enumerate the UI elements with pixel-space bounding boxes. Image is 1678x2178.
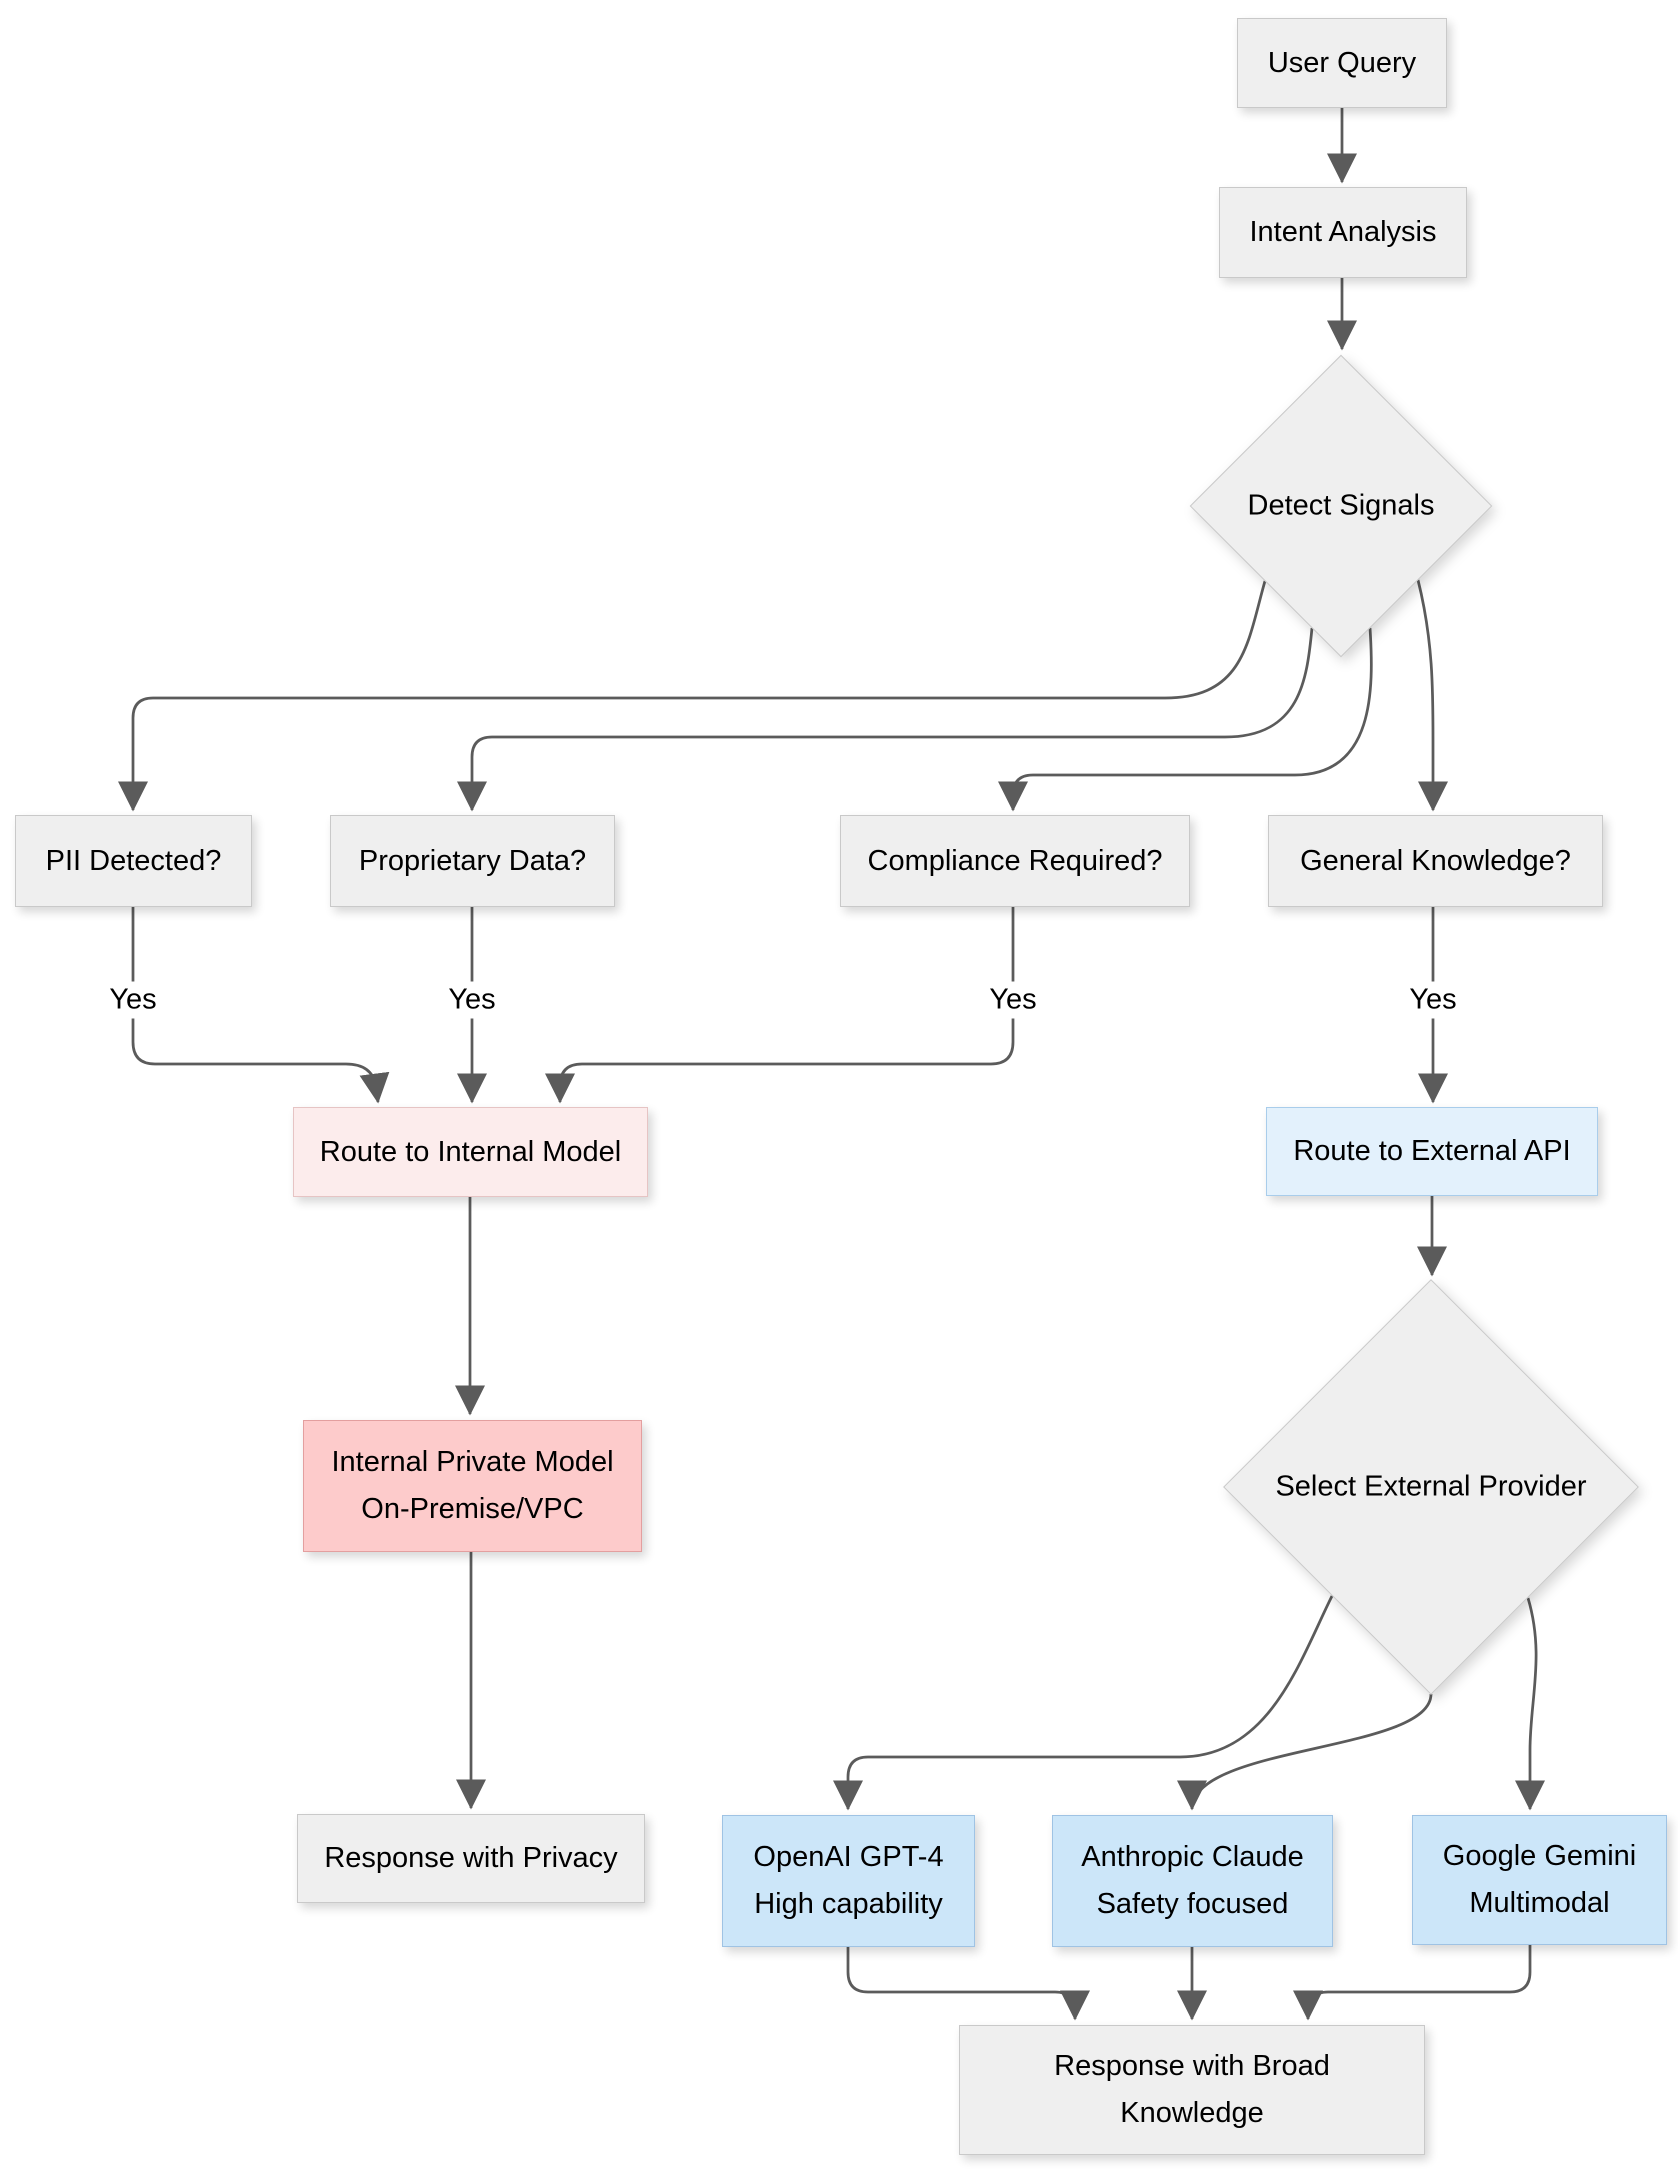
node-internal-private-model-line1: Internal Private Model xyxy=(331,1446,614,1478)
node-user-query-label: User Query xyxy=(1267,46,1417,79)
node-response-with-broad-knowledge-line1: Response with Broad xyxy=(1054,2050,1330,2082)
node-response-with-broad-knowledge: Response with Broad Knowledge xyxy=(959,2025,1425,2155)
node-route-external-api-label: Route to External API xyxy=(1293,1135,1571,1167)
node-general-knowledge: General Knowledge? xyxy=(1268,815,1603,907)
node-anthropic-claude-line1: Anthropic Claude xyxy=(1081,1841,1304,1873)
node-proprietary-data: Proprietary Data? xyxy=(330,815,615,907)
node-google-gemini-line2: Multimodal xyxy=(1469,1887,1610,1919)
edge-detect-to-compliance xyxy=(998,627,1373,812)
edge-label-compliance-yes: Yes xyxy=(979,981,1047,1019)
edge-select-provider-to-anthropic xyxy=(1177,1693,1433,1811)
node-general-knowledge-label: General Knowledge? xyxy=(1300,844,1571,877)
edge-detect-to-general xyxy=(1416,579,1448,812)
node-response-with-privacy: Response with Privacy xyxy=(297,1814,645,1903)
node-compliance-required-label: Compliance Required? xyxy=(867,844,1163,877)
node-route-internal-model: Route to Internal Model xyxy=(293,1107,648,1197)
edge-gemini-to-response-broad xyxy=(1293,1945,1532,2021)
node-openai-gpt4-line1: OpenAI GPT-4 xyxy=(753,1841,944,1873)
node-internal-private-model-line2: On-Premise/VPC xyxy=(361,1493,584,1525)
edge-label-general-yes: Yes xyxy=(1399,981,1467,1019)
node-google-gemini: Google Gemini Multimodal xyxy=(1412,1815,1667,1945)
node-select-external-provider-label: Select External Provider xyxy=(1275,1470,1587,1503)
edge-pii-yes-to-route-internal xyxy=(131,907,390,1104)
node-pii-detected: PII Detected? xyxy=(15,815,252,907)
edge-select-provider-to-gemini xyxy=(1515,1597,1545,1811)
edge-openai-to-response-broad xyxy=(846,1947,1090,2021)
node-anthropic-claude: Anthropic Claude Safety focused xyxy=(1052,1815,1333,1947)
edge-select-provider-to-openai xyxy=(833,1595,1334,1811)
node-openai-gpt4-line2: High capability xyxy=(754,1888,943,1920)
edge-detect-to-pii xyxy=(118,580,1267,812)
node-internal-private-model: Internal Private Model On-Premise/VPC xyxy=(303,1420,642,1552)
node-response-with-privacy-label: Response with Privacy xyxy=(324,1842,618,1874)
node-openai-gpt4: OpenAI GPT-4 High capability xyxy=(722,1815,975,1947)
node-intent-analysis: Intent Analysis xyxy=(1219,187,1467,278)
edge-label-pii-yes: Yes xyxy=(99,981,167,1019)
node-response-with-broad-knowledge-line2: Knowledge xyxy=(1120,2097,1264,2129)
node-compliance-required: Compliance Required? xyxy=(840,815,1190,907)
edge-compliance-yes-to-route-internal xyxy=(545,907,1015,1104)
node-detect-signals-label: Detect Signals xyxy=(1247,489,1435,522)
node-route-internal-model-label: Route to Internal Model xyxy=(319,1135,622,1168)
node-intent-analysis-label: Intent Analysis xyxy=(1249,216,1437,248)
node-google-gemini-line1: Google Gemini xyxy=(1442,1840,1637,1872)
node-anthropic-claude-line2: Safety focused xyxy=(1096,1888,1289,1920)
node-pii-detected-label: PII Detected? xyxy=(45,844,222,877)
node-route-external-api: Route to External API xyxy=(1266,1107,1598,1196)
edge-detect-to-proprietary xyxy=(457,627,1314,812)
edge-label-proprietary-yes: Yes xyxy=(438,981,506,1019)
node-user-query: User Query xyxy=(1237,18,1447,108)
node-proprietary-data-label: Proprietary Data? xyxy=(358,844,587,877)
